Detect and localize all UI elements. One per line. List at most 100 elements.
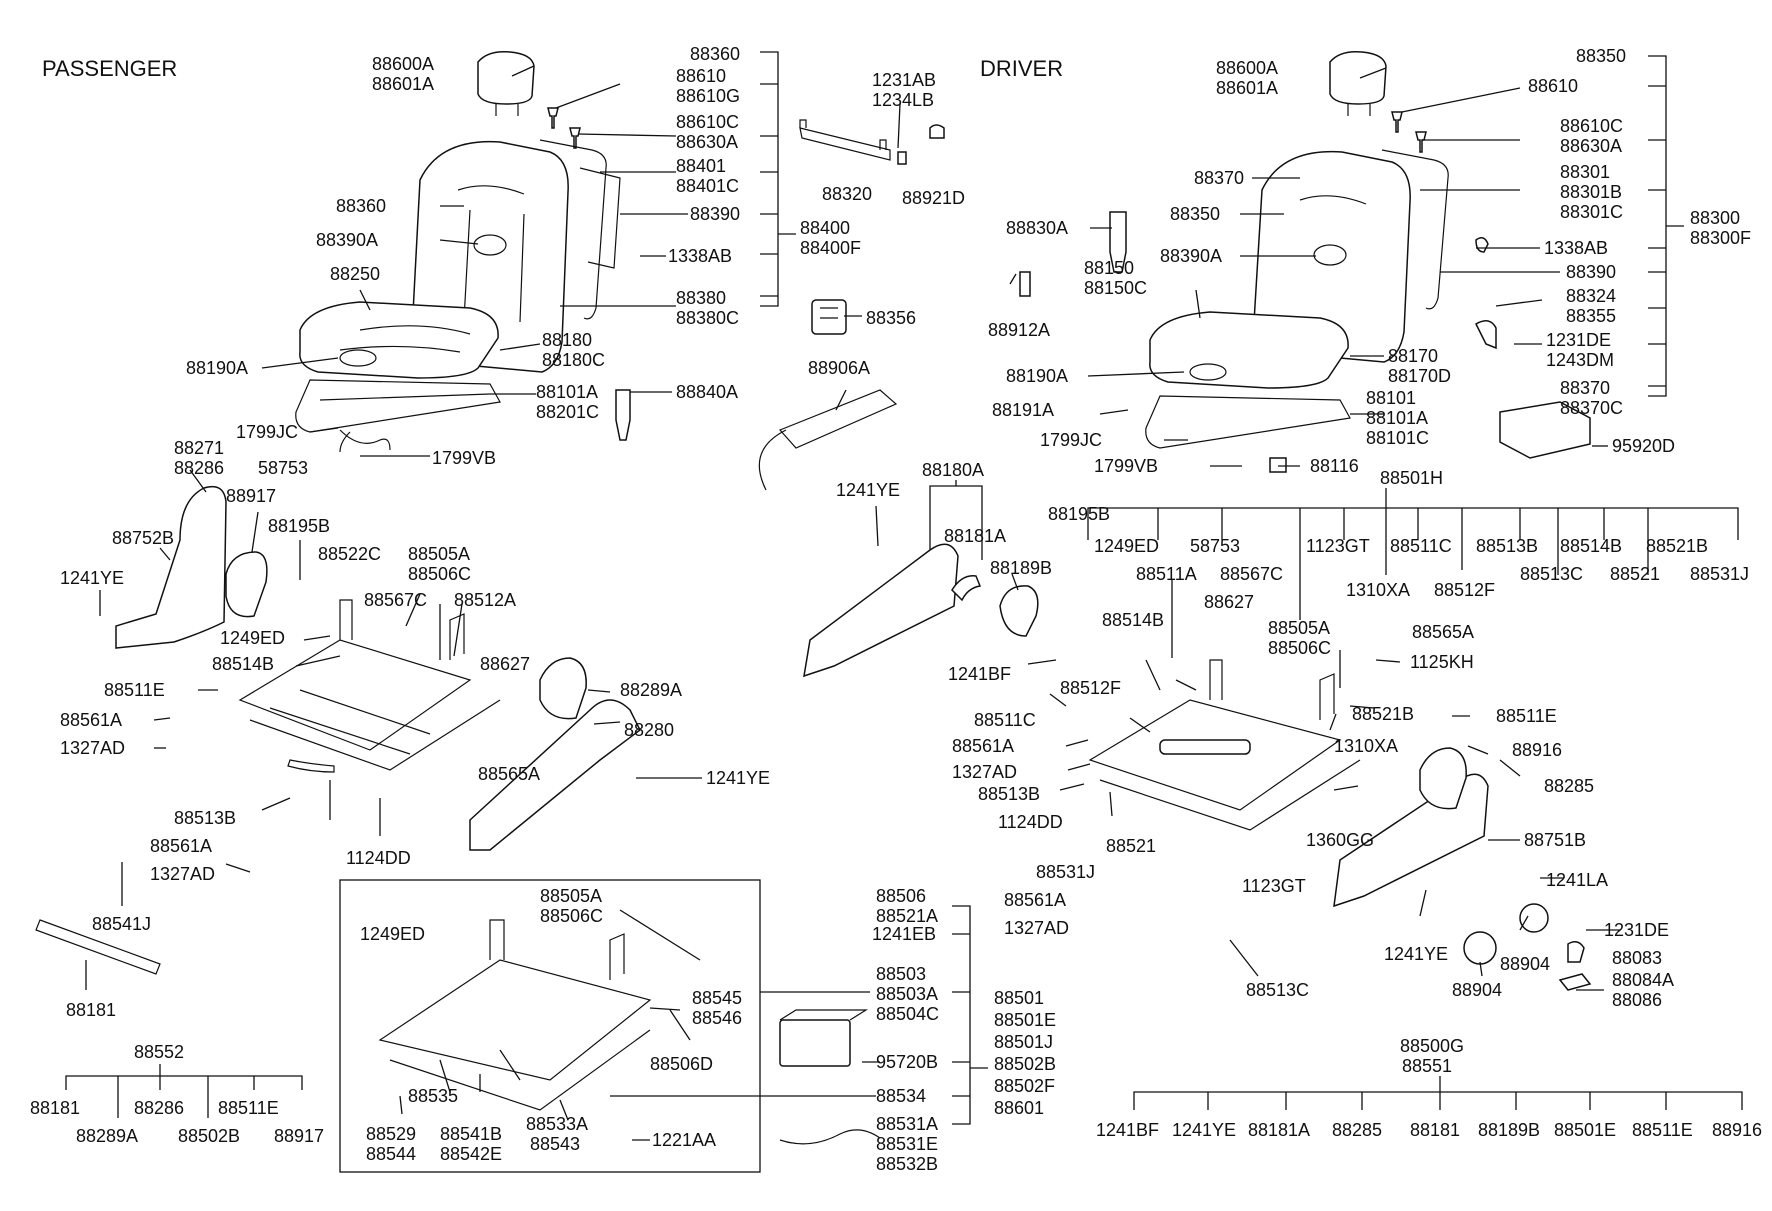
label-r-88181: 88181 [1410, 1120, 1460, 1140]
label-r-88189b: 88189B [1478, 1120, 1540, 1140]
label-88917: 88917 [226, 486, 276, 506]
label-d-88751b: 88751B [1524, 830, 1586, 850]
label-d-88521b: 88521B [1646, 536, 1708, 556]
label-d-88350: 88350 [1576, 46, 1626, 66]
label-d-1799vb: 1799VB [1094, 456, 1158, 476]
label-d-88370b: 88370 [1560, 378, 1610, 398]
label-b-88535: 88535 [408, 1086, 458, 1106]
power-track-drawing [378, 919, 881, 1145]
label-d-1125kh: 1125KH [1410, 652, 1474, 672]
driver-title: DRIVER [980, 56, 1063, 81]
label-d-88370c: 88370C [1560, 398, 1623, 418]
label-b-88542e: 88542E [440, 1144, 502, 1164]
label-d-88324: 88324 [1566, 286, 1616, 306]
label-d-95920d: 95920D [1612, 436, 1675, 456]
label-88181: 88181 [66, 1000, 116, 1020]
label-d-88600a: 88600A [1216, 58, 1278, 78]
label-88181a: 88181A [944, 526, 1006, 546]
label-88921d: 88921D [902, 188, 965, 208]
label-d-1231de: 1231DE [1546, 330, 1611, 350]
label-b-88601: 88601 [994, 1098, 1044, 1118]
label-88505a: 88505A [408, 544, 470, 564]
label-d-88513c: 88513C [1520, 564, 1583, 584]
label-88189b: 88189B [990, 558, 1052, 578]
label-88541j: 88541J [92, 914, 151, 934]
label-b-88505a: 88505A [540, 886, 602, 906]
label-d-88101a: 88101A [1366, 408, 1428, 428]
label-d-88511cb: 88511C [974, 710, 1036, 730]
label-1234lb: 1234LB [872, 90, 934, 110]
label-d-88610: 88610 [1528, 76, 1578, 96]
label-d-1124dd: 1124DD [998, 812, 1063, 832]
label-88286: 88286 [174, 458, 224, 478]
label-d-88083: 88083 [1612, 948, 1662, 968]
label-88190a: 88190A [186, 358, 248, 378]
label-1241bf: 1241BF [948, 664, 1011, 684]
label-d-1241ye: 1241YE [1384, 944, 1448, 964]
label-1338ab: 1338AB [668, 246, 732, 266]
label-88561a: 88561A [60, 710, 122, 730]
label-d-88195b: 88195B [1048, 504, 1110, 524]
label-d-88610c: 88610C [1560, 116, 1623, 136]
label-d-1327adb: 1327AD [1004, 918, 1069, 938]
label-d-88511e: 88511E [1496, 706, 1557, 726]
power-track-box [339, 879, 761, 1173]
label-d-88390a: 88390A [1160, 246, 1222, 266]
label-1124dd: 1124DD [346, 848, 411, 868]
label-l-88511e: 88511E [218, 1098, 279, 1118]
label-d-1231deb: 1231DE [1604, 920, 1669, 940]
label-88360: 88360 [690, 44, 740, 64]
label-b-88532b: 88532B [876, 1154, 938, 1174]
label-88400: 88400 [800, 218, 850, 238]
label-b-88503: 88503 [876, 964, 926, 984]
label-d-1241la: 1241LA [1546, 870, 1608, 890]
label-b-88506c: 88506C [540, 906, 603, 926]
label-b-88501: 88501 [994, 988, 1044, 1008]
label-b-88533a: 88533A [526, 1114, 588, 1134]
label-b-88501e: 88501E [994, 1010, 1056, 1030]
label-d-88191a: 88191A [992, 400, 1054, 420]
label-b-88543: 88543 [530, 1134, 580, 1154]
label-b-88502b: 88502B [994, 1054, 1056, 1074]
label-d-88531jb: 88531J [1036, 862, 1095, 882]
label-d-88511c: 88511C [1390, 536, 1452, 556]
center-parts-drawing [758, 119, 1039, 678]
label-d-88101: 88101 [1366, 388, 1416, 408]
label-1799vb: 1799VB [432, 448, 496, 468]
label-d-88355: 88355 [1566, 306, 1616, 326]
label-88356: 88356 [866, 308, 916, 328]
label-l-88917: 88917 [274, 1126, 324, 1146]
label-d-88501h: 88501H [1380, 468, 1443, 488]
label-88289a: 88289A [620, 680, 682, 700]
label-d-88150: 88150 [1084, 258, 1134, 278]
label-d-88301c: 88301C [1560, 202, 1623, 222]
part-labels: 88600A 88601A 88360 88610 88610G 88610C … [30, 44, 1762, 1174]
label-r-1241ye: 1241YE [1172, 1120, 1236, 1140]
driver-seat-drawing [1019, 50, 1592, 991]
label-58753: 58753 [258, 458, 308, 478]
label-88390a: 88390A [316, 230, 378, 250]
label-88512a: 88512A [454, 590, 516, 610]
label-d-88350b: 88350 [1170, 204, 1220, 224]
label-d-88301: 88301 [1560, 162, 1610, 182]
label-88271: 88271 [174, 438, 224, 458]
label-r-1241bf: 1241BF [1096, 1120, 1159, 1140]
label-d-88512fb: 88512F [1060, 678, 1121, 698]
label-1799jc: 1799JC [236, 422, 298, 442]
label-b-88506d: 88506D [650, 1054, 713, 1074]
label-88250: 88250 [330, 264, 380, 284]
label-r-88285: 88285 [1332, 1120, 1382, 1140]
passenger-title: PASSENGER [42, 56, 177, 81]
label-r-88916: 88916 [1712, 1120, 1762, 1140]
label-1327adb: 1327AD [150, 864, 215, 884]
label-88567c: 88567C [364, 590, 427, 610]
label-b-88504c: 88504C [876, 1004, 939, 1024]
label-d-88513bb: 88513B [978, 784, 1040, 804]
label-88401: 88401 [676, 156, 726, 176]
label-88752b: 88752B [112, 528, 174, 548]
label-d-88512f: 88512F [1434, 580, 1495, 600]
label-d-88513cb: 88513C [1246, 980, 1309, 1000]
label-b-1221aa: 1221AA [652, 1130, 716, 1150]
leader-lines [65, 51, 1743, 1141]
label-88180: 88180 [542, 330, 592, 350]
